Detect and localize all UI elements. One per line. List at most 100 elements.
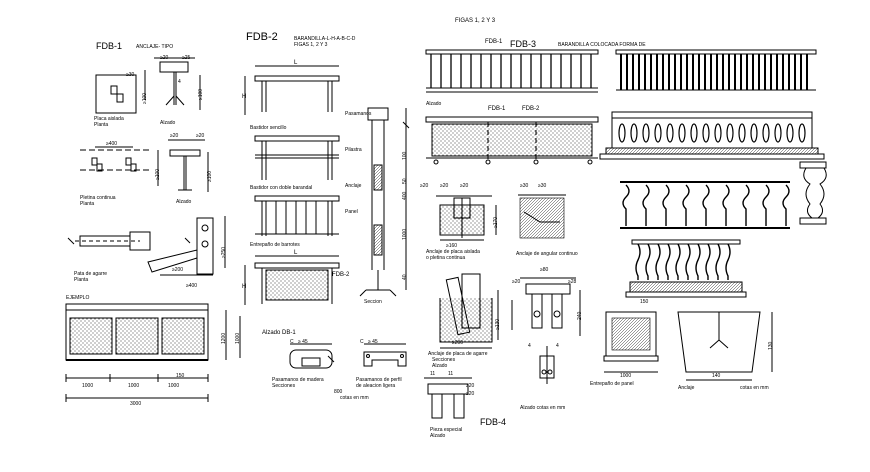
dim-text: ≥130 <box>495 318 501 330</box>
dim-text: ≥100 <box>207 170 213 182</box>
section-column <box>359 107 410 297</box>
ejemplo-railing-elevation <box>65 303 241 402</box>
dim-text: 140 <box>712 373 721 379</box>
dim-text: 1000 <box>235 332 241 344</box>
dim-text: 100 <box>402 151 408 160</box>
dim-text: ≥250 <box>221 246 227 258</box>
dim-text: ≥25 <box>182 55 191 61</box>
pata-agarre-plan <box>67 231 151 251</box>
dim-text: 4 <box>178 79 181 85</box>
dim-text: ≥28 <box>568 279 577 285</box>
heading-fdb1-small: FDB-1 <box>485 39 503 45</box>
dim-text: ≥ 45 <box>368 339 378 345</box>
label-planta-2: Planta <box>80 201 95 207</box>
dim-text: ≥20 <box>460 183 469 189</box>
label-pasamanos: Pasamanos <box>345 111 372 117</box>
dim-text: ≥400 <box>106 141 118 147</box>
label-alzado-1: Alzado <box>160 120 176 126</box>
ornate-scroll-railing <box>620 181 790 229</box>
heading-fdb1: FDB-1 <box>96 41 123 51</box>
label-secciones-b: Secciones <box>272 383 296 389</box>
dim-text: C <box>360 339 364 345</box>
dim-text: 400 <box>402 191 408 200</box>
label-secciones-a: Secciones <box>432 357 456 363</box>
heading-baranda-codes: BARANDILLA-L-H-A-B-C-D <box>294 36 356 42</box>
dim-text: 4 <box>528 343 531 349</box>
dim-text: ≥200 <box>172 267 184 273</box>
panel-frame-fdb1 <box>244 255 340 305</box>
dim-text: 50 <box>402 178 408 184</box>
dim-text: ≥20 <box>440 183 449 189</box>
label-alzado-2: Alzado <box>176 199 192 205</box>
bolted-anchor-detail <box>511 277 581 336</box>
label-pilastra: Pilastra <box>345 147 362 153</box>
label-alzado-fdb1: Alzado DB-1 <box>262 330 296 336</box>
dim-text: ≥100 <box>142 92 148 104</box>
dim-text: ≥80 <box>540 267 549 273</box>
ornate-railing-lower <box>625 239 747 298</box>
dim-text: 1000 <box>620 373 632 379</box>
label-de-aleacion: de aleacion ligera <box>356 383 396 389</box>
dim-text: 150 <box>176 373 185 379</box>
dim-text: 1000 <box>168 383 180 389</box>
heading-fdb2-small: FDB-2 <box>332 272 350 278</box>
label-panel-side: Panel <box>345 209 358 215</box>
label-anclaje-placa-agarre: Anclaje de placa de agarre <box>428 351 488 357</box>
anclaje-angular-detail <box>518 194 566 239</box>
anclaje-placa-agarre-detail <box>439 273 499 349</box>
label-entrepano-barrotes: Entrepaño de barrotes <box>250 242 300 248</box>
dim-text: ≥20 <box>160 55 169 61</box>
pieza-especial-detail <box>424 377 472 419</box>
label-cotas-mm: cotas en mm <box>740 385 769 391</box>
label-seccion: Seccion <box>364 299 382 305</box>
label-bastidor-sencillo: Bastidor sencillo <box>250 125 287 131</box>
anchor-elevation-2 <box>168 139 209 192</box>
dim-text: 1000 <box>402 228 408 240</box>
dim-text: 11 <box>430 371 436 377</box>
bastidor-sencillo <box>244 65 340 115</box>
dim-text: 3000 <box>130 401 142 407</box>
dim-text: 11 <box>448 371 454 377</box>
label-pasamanos-perfil: Pasamanos de perfil <box>356 377 402 383</box>
entrepano-barrotes <box>254 195 340 236</box>
label-pasamanos-madera: Pasamanos de madera <box>272 377 324 383</box>
dim-text: C <box>290 339 294 345</box>
pletina-continua-plan <box>80 146 159 186</box>
baluster-detail <box>799 161 827 225</box>
dim-text: 150 <box>640 299 649 305</box>
dim-text: L <box>294 250 298 256</box>
label-anclaje-placa-aislada: Anclaje de placa aislada <box>426 249 480 255</box>
ornate-railing-top <box>615 49 817 91</box>
railing-panel-elevation <box>425 116 599 165</box>
label-planta-1: Planta <box>94 122 109 128</box>
anclaje-placa-aislada-detail <box>436 195 497 241</box>
dim-text: 4 <box>556 343 559 349</box>
heading-fdb1-side: FDB-1 <box>488 106 506 112</box>
label-planta-3: Planta <box>74 277 89 283</box>
dim-text: ≥30 <box>538 183 547 189</box>
dim-text: ≥20 <box>466 391 475 397</box>
pasamanos-perfil-section <box>363 343 407 367</box>
railing-bars-elevation <box>425 49 599 93</box>
heading-baranda-colocada: BARANDILLA COLOCADA FORMA DE <box>558 42 646 48</box>
label-alzado-mid: Alzado <box>432 363 448 369</box>
pasamanos-madera-section <box>289 343 335 369</box>
heading-anclaje-tipo: ANCLAJE- TIPO <box>136 44 174 50</box>
dim-text: ≥170 <box>493 216 499 228</box>
dim-text: 1000 <box>128 383 140 389</box>
label-pletina-continua: Pletina continua <box>80 195 116 201</box>
heading-ejemplo: EJEMPLO <box>66 295 90 301</box>
dim-text: H <box>242 94 247 100</box>
label-anclaje-angular: Anclaje de angular continuo <box>516 251 578 257</box>
dim-text: ≥20 <box>170 133 179 139</box>
label-pata-agarre: Pata de agarre <box>74 271 108 277</box>
dim-text: L <box>294 60 298 66</box>
dim-text: 800 <box>334 389 343 395</box>
label-entrepano-panel: Entrepaño de panel <box>590 381 634 387</box>
anchor-elevation-1 <box>144 57 201 110</box>
dim-text: 1000 <box>82 383 94 389</box>
label-alzado-bottom: Alzado <box>430 433 446 439</box>
label-bastidor-doble: Bastidor con doble barandal <box>250 185 313 191</box>
dim-text: ≥160 <box>446 243 458 249</box>
